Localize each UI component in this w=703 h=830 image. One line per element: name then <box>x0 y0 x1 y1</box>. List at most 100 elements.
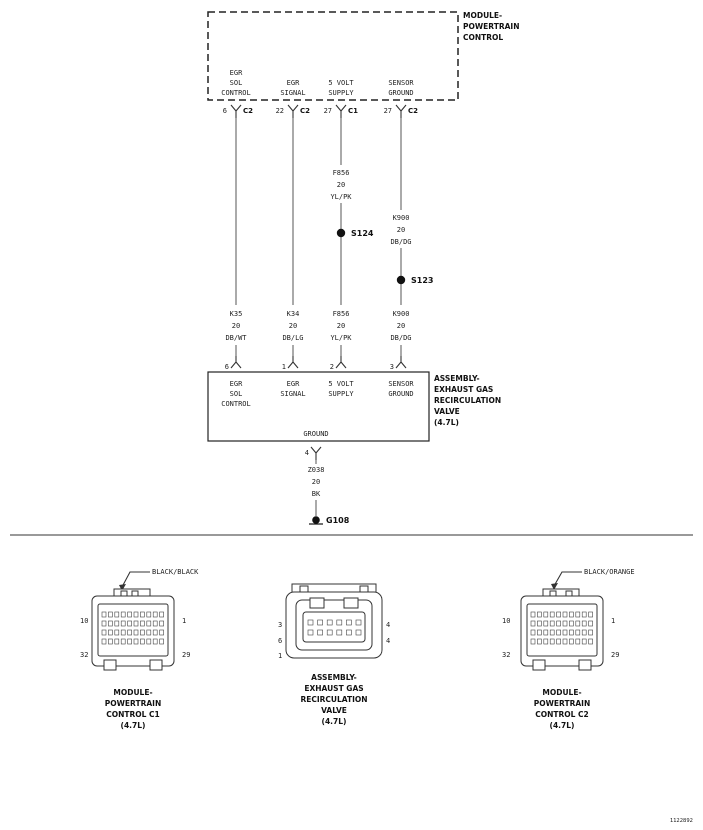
pin-label: 4 <box>386 637 390 645</box>
connector-c1: BLACK/BLACK 10 1 32 29 MODULE- POWERTRAI… <box>80 568 199 730</box>
connector-caption: CONTROL C2 <box>535 710 589 719</box>
connector-caption: ASSEMBLY- <box>311 673 357 682</box>
egr-term-label: 5 VOLT <box>328 380 354 388</box>
terminal-symbol <box>310 446 322 460</box>
terminal-cavity <box>569 620 574 627</box>
connector-caption: VALVE <box>321 706 347 715</box>
terminal-cavity <box>581 620 587 627</box>
terminal-symbol <box>335 356 347 369</box>
terminal-cavity <box>127 629 132 636</box>
egr-title-line1: ASSEMBLY- <box>434 374 480 383</box>
terminal-cavity <box>114 638 120 645</box>
terminal-cavity <box>152 620 158 627</box>
wire-gauge: 20 <box>397 226 405 234</box>
lower-wire-labels: K35 20 DB/WT K34 20 DB/LG F856 20 YL/PK … <box>225 310 411 342</box>
terminal-cavity <box>588 611 593 618</box>
terminal-cavity <box>152 629 158 636</box>
terminal-cavity <box>549 611 555 618</box>
pcm-term-label: SUPPLY <box>328 89 354 97</box>
egr-ground-label: GROUND <box>303 430 328 438</box>
splice-dot <box>336 228 346 238</box>
terminal-cavity <box>588 638 593 645</box>
pcm-pin-number: 27 <box>324 107 332 115</box>
terminal-cavity <box>101 638 107 645</box>
wire-circuit: K900 <box>393 310 410 318</box>
terminal-cavity <box>120 629 126 636</box>
wire-circuit: F856 <box>333 169 350 177</box>
wire-circuit: K35 <box>230 310 243 318</box>
splice-label: S124 <box>351 229 374 238</box>
terminal-cavity <box>556 620 561 627</box>
terminal-symbol <box>395 104 407 118</box>
terminal-cavity <box>581 629 587 636</box>
pin-label: 6 <box>278 637 282 645</box>
egr-term-label: SOL <box>230 390 243 398</box>
terminal-cavity <box>530 620 536 627</box>
terminal-symbol <box>287 104 299 118</box>
terminal-cavity <box>140 611 145 618</box>
wire-gauge: 20 <box>337 322 345 330</box>
terminal-cavity <box>159 611 164 618</box>
egr-title-line2: EXHAUST GAS <box>434 385 493 394</box>
terminal-cavity <box>140 629 145 636</box>
terminal-cavity <box>355 619 362 626</box>
terminal-cavity <box>556 638 561 645</box>
pin-label: 3 <box>278 621 282 629</box>
terminal-cavity <box>120 638 126 645</box>
pcm-title-line3: CONTROL <box>463 33 503 42</box>
wire-circuit: F856 <box>333 310 350 318</box>
terminal-cavity <box>317 629 323 636</box>
terminal-cavity <box>108 620 113 627</box>
terminal-cavity <box>556 611 561 618</box>
terminal-cavity <box>537 629 542 636</box>
egr-title-line4: VALVE <box>434 407 460 416</box>
egr-pin-number: 6 <box>225 363 229 371</box>
ground-symbol <box>312 516 320 524</box>
pin-grid <box>307 619 362 636</box>
terminal-cavity <box>588 629 593 636</box>
pin-label: 32 <box>80 651 88 659</box>
egr-term-label: CONTROL <box>221 400 251 408</box>
pcm-connector-id: C2 <box>408 107 418 115</box>
pcm-pin-number: 22 <box>276 107 284 115</box>
terminal-symbol <box>230 104 242 118</box>
terminal-symbol <box>287 356 299 369</box>
terminal-cavity <box>127 620 132 627</box>
ground-pin-number: 4 <box>305 449 309 457</box>
callout-leader <box>121 571 150 588</box>
terminal-cavity <box>543 611 549 618</box>
terminal-cavity <box>543 638 549 645</box>
pin-label: 1 <box>611 617 615 625</box>
terminal-symbol <box>395 356 407 369</box>
egr-term-label: SENSOR <box>388 380 414 388</box>
terminal-cavity <box>146 638 152 645</box>
terminal-cavity <box>537 611 542 618</box>
terminal-cavity <box>575 629 581 636</box>
egr-pin-number: 2 <box>330 363 334 371</box>
terminal-cavity <box>355 629 362 636</box>
wire-circuit: K34 <box>287 310 300 318</box>
terminal-cavity <box>307 619 314 626</box>
ground-label: G108 <box>326 516 350 525</box>
terminal-cavity <box>575 611 581 618</box>
egr-term-label: EGR <box>230 380 243 388</box>
wire-gauge: 20 <box>312 478 320 486</box>
pcm-pin-number: 27 <box>384 107 392 115</box>
terminal-symbol <box>230 356 242 369</box>
pcm-connector-id: C2 <box>243 107 253 115</box>
terminal-cavity <box>326 629 333 636</box>
wire-color: DB/WT <box>225 334 247 342</box>
egr-term-label: SIGNAL <box>280 390 305 398</box>
terminal-cavity <box>581 611 587 618</box>
connector-color: BLACK/ORANGE <box>584 568 635 576</box>
connector-caption: (4.7L) <box>550 721 575 730</box>
terminal-cavity <box>108 611 113 618</box>
terminal-cavity <box>120 620 126 627</box>
pcm-title-line2: POWERTRAIN <box>463 22 519 31</box>
wire-color: DB/DG <box>390 334 411 342</box>
egr-term-label: SUPPLY <box>328 390 354 398</box>
connector-caption: POWERTRAIN <box>105 699 161 708</box>
egr-term-label: GROUND <box>388 390 413 398</box>
terminal-cavity <box>152 611 158 618</box>
terminal-cavity <box>133 638 139 645</box>
